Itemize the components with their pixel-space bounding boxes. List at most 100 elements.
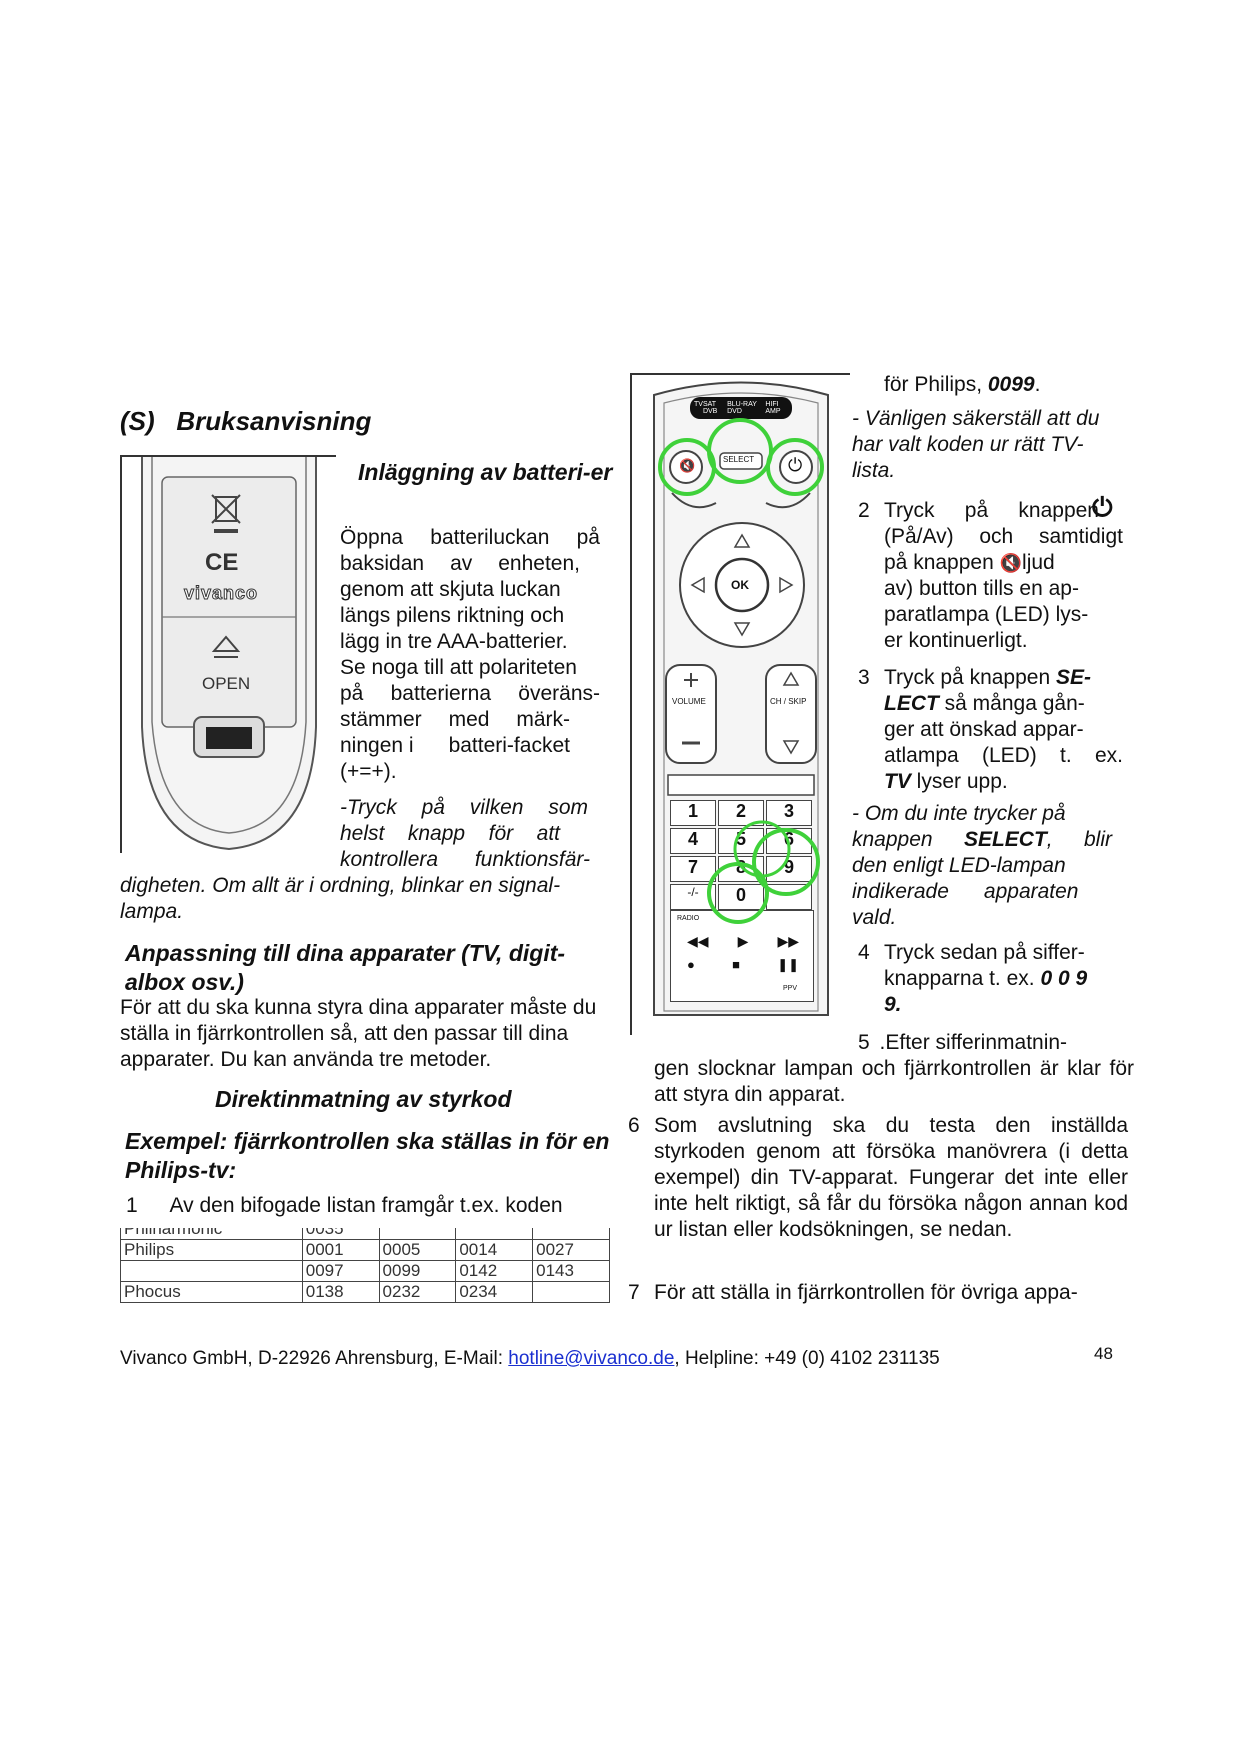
note-line: den enligt LED-lampan bbox=[852, 854, 1066, 877]
battery-line: genom att skjuta luckan bbox=[340, 578, 561, 601]
vivanco-logo: vivanco bbox=[183, 583, 259, 604]
step3-text: lyser upp. bbox=[910, 770, 1008, 793]
footer-text: Vivanco GmbH, D-22926 Ahrensburg, E-Mail… bbox=[120, 1348, 509, 1369]
section-title: (S) Bruksanvisning bbox=[120, 406, 372, 436]
rewind-icon: ◀◀ bbox=[687, 933, 709, 949]
step-number: 7 bbox=[628, 1281, 640, 1304]
source-label-sat: SAT DVB bbox=[702, 401, 718, 415]
step3-line: ger att önskad appar- bbox=[884, 718, 1084, 741]
brand-cell: Philips bbox=[120, 1239, 303, 1261]
code-cell bbox=[455, 1228, 534, 1240]
source-label-tv: TV bbox=[694, 401, 703, 408]
note-line: indikerade apparaten bbox=[852, 880, 1079, 903]
code-line-prefix: för Philips, bbox=[884, 373, 988, 396]
record-icon: ● bbox=[687, 957, 695, 972]
code-cell: 0097 bbox=[301, 1260, 380, 1282]
battery-line: ningen i batteri-facket bbox=[340, 734, 570, 757]
code-digits: 9. bbox=[884, 993, 902, 1016]
key-3: 3 bbox=[766, 800, 812, 826]
battery-italic: -Tryck på vilken som helst knapp för att… bbox=[340, 795, 590, 873]
step5: 5 .Efter sifferinmatnin- bbox=[858, 1030, 1067, 1056]
remote-back-illustration: CE vivanco OPEN bbox=[120, 455, 336, 853]
code-cell: 0234 bbox=[455, 1281, 534, 1303]
step2-line: (På/Av) och samtidigt bbox=[884, 525, 1123, 548]
direct-heading: Direktinmatning av styrkod bbox=[215, 1086, 512, 1112]
radio-label: RADIO bbox=[677, 915, 700, 922]
footer: Vivanco GmbH, D-22926 Ahrensburg, E-Mail… bbox=[120, 1348, 940, 1370]
pause-icon: ❚❚ bbox=[777, 957, 799, 972]
footer-text: , Helpline: +49 (0) 4102 231135 bbox=[674, 1348, 940, 1369]
step3-text: så många gån- bbox=[938, 692, 1085, 715]
code-cell: 0014 bbox=[455, 1239, 534, 1261]
code-cell: 0142 bbox=[455, 1260, 534, 1282]
note-line: vald. bbox=[852, 906, 897, 929]
code-cell: 0001 bbox=[301, 1239, 380, 1261]
highlight-circles bbox=[658, 418, 824, 924]
battery-italic-line: lampa. bbox=[120, 900, 184, 923]
step-number: 1 bbox=[126, 1194, 138, 1217]
remote-front-illustration: TV SAT DVB BLU-RAY DVD HIFI AMP 🔇 ⏻ SELE… bbox=[630, 373, 850, 1035]
tv-keyword: TV bbox=[884, 770, 911, 793]
open-label: OPEN bbox=[202, 674, 251, 693]
step3: 3 Tryck på knappen SE- LECT så många gån… bbox=[858, 665, 1123, 795]
code-cell: 0099 bbox=[378, 1260, 457, 1282]
step7: 7 För att ställa in fjärrkontrollen för … bbox=[628, 1280, 1128, 1306]
code-cell: 0005 bbox=[378, 1239, 457, 1261]
battery-heading: Inläggning av batteri-er bbox=[358, 459, 613, 485]
note-text: knappen bbox=[852, 828, 964, 851]
brand-cell: Philharmonic bbox=[120, 1228, 303, 1240]
battery-line: på batterierna överäns- bbox=[340, 682, 600, 705]
battery-line: längs pilens riktning och bbox=[340, 604, 565, 627]
key-1: 1 bbox=[670, 800, 716, 826]
play-icon: ▶ bbox=[737, 933, 749, 949]
step1: 1 Av den bifogade listan framgår t.ex. k… bbox=[126, 1193, 616, 1219]
adapt-heading: Anpassning till dina apparater (TV, digi… bbox=[125, 940, 566, 995]
step4-line: Tryck sedan på siffer- bbox=[884, 941, 1085, 964]
step5-text: .Efter sifferinmatnin- bbox=[879, 1031, 1068, 1054]
power-icon: ⏻ bbox=[788, 455, 803, 475]
recycle-bin-icon bbox=[211, 494, 241, 533]
step2-line: på knappen 🔇ljud bbox=[884, 550, 1123, 576]
ce-mark: CE bbox=[205, 549, 239, 576]
battery-line: baksidan av enheten, bbox=[340, 552, 580, 575]
select-keyword: SELECT bbox=[963, 828, 1047, 851]
select-keyword: LECT bbox=[884, 692, 939, 715]
note-list: - Vänligen säkerställ att du har valt ko… bbox=[852, 407, 1100, 482]
code-cell bbox=[532, 1281, 610, 1303]
volume-label: VOLUME bbox=[672, 697, 706, 706]
battery-line: (+=+). bbox=[340, 760, 397, 783]
battery-italic-line: kontrollera funktionsfär- bbox=[340, 848, 590, 871]
note-line: - Om du inte trycker på bbox=[852, 802, 1066, 825]
philips-code-line: för Philips, 0099. bbox=[884, 372, 1040, 398]
code-cell: 0035 bbox=[301, 1228, 380, 1240]
step3-line: atlampa (LED) t. ex. bbox=[884, 744, 1123, 767]
code-cell bbox=[378, 1228, 457, 1240]
fast-forward-icon: ▶▶ bbox=[777, 933, 799, 949]
code-cell: 0232 bbox=[378, 1281, 457, 1303]
step-number: 5 bbox=[858, 1031, 870, 1054]
code-line-suffix: . bbox=[1034, 373, 1041, 396]
battery-paragraph: Öppna batteriluckan på baksidan av enhet… bbox=[340, 525, 600, 785]
step6-text: Som avslutning ska du testa den inställd… bbox=[654, 1114, 1128, 1241]
battery-italic-line: digheten. Om allt är i ordning, blinkar … bbox=[120, 874, 561, 897]
select-button-label: SELECT bbox=[723, 455, 755, 464]
code-cell bbox=[532, 1228, 610, 1240]
brand-cell: Phocus bbox=[120, 1281, 303, 1303]
source-labels: TV SAT DVB BLU-RAY DVD HIFI AMP bbox=[694, 401, 790, 415]
step2-text: ljud bbox=[1022, 551, 1055, 574]
note-select: - Om du inte trycker på knappen SELECT, … bbox=[852, 801, 1112, 931]
media-icons: ◀◀ ▶ ▶▶ bbox=[687, 933, 799, 950]
source-label-hifi: HIFI AMP bbox=[765, 401, 781, 415]
battery-line: stämmer med märk- bbox=[340, 708, 570, 731]
key-4: 4 bbox=[670, 828, 716, 854]
step3-text: Tryck på knappen bbox=[884, 666, 1056, 689]
step5-continued: gen slocknar lampan och fjärrkontrollen … bbox=[654, 1057, 1134, 1106]
key-0: 0 bbox=[718, 884, 764, 910]
power-icon: ⏻ bbox=[1092, 492, 1113, 522]
example-heading: Exempel: fjärrkontrollen ska ställas in … bbox=[125, 1128, 610, 1183]
step6: 6 Som avslutning ska du testa den instäl… bbox=[628, 1113, 1128, 1243]
email-link[interactable]: hotline@vivanco.de bbox=[508, 1348, 675, 1369]
